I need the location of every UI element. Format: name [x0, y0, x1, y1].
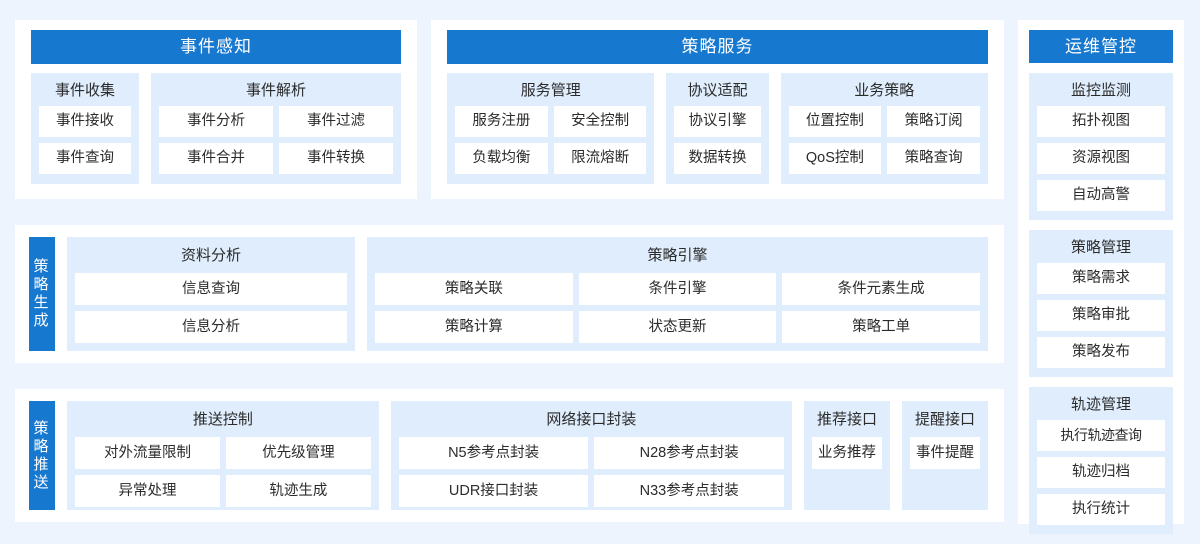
chips-push-control: 对外流量限制 优先级管理 异常处理 轨迹生成	[75, 437, 371, 507]
chip-policy-query[interactable]: 策略查询	[887, 143, 980, 174]
group-title-policy-engine: 策略引擎	[647, 247, 708, 264]
group-title-protocol-adapt: 协议适配	[687, 82, 748, 99]
chips-policy-engine: 策略关联 条件引擎 条件元素生成 策略计算 状态更新 策略工单	[375, 273, 980, 343]
chip-auto-alarm[interactable]: 自动高警	[1037, 180, 1165, 211]
chip-trace-generation[interactable]: 轨迹生成	[225, 475, 371, 507]
event-sense-groups: 事件收集 事件接收 事件查询 事件解析 事件分析 事件过滤 事件合并 事件转换	[31, 73, 401, 184]
chips-reminder-interface: 事件提醒	[910, 437, 980, 469]
group-protocol-adapt: 协议适配 协议引擎 数据转换	[666, 73, 769, 184]
chip-n5-refpoint-encap[interactable]: N5参考点封装	[398, 437, 589, 469]
row-top: 事件感知 事件收集 事件接收 事件查询 事件解析 事件分析 事件过滤	[15, 20, 1004, 199]
group-push-control: 推送控制 对外流量限制 优先级管理 异常处理 轨迹生成	[67, 401, 379, 510]
chip-event-query[interactable]: 事件查询	[39, 143, 131, 174]
chip-condition-element-gen[interactable]: 条件元素生成	[782, 273, 980, 305]
chip-event-analysis[interactable]: 事件分析	[159, 106, 273, 137]
chip-policy-association[interactable]: 策略关联	[375, 273, 573, 305]
group-title-reminder-interface: 提醒接口	[914, 411, 975, 428]
chip-policy-workorder[interactable]: 策略工单	[782, 311, 980, 343]
group-policy-management: 策略管理 策略需求 策略审批 策略发布	[1029, 230, 1173, 377]
chips-event-collect: 事件接收 事件查询	[39, 106, 131, 174]
group-title-monitoring: 监控监测	[1070, 82, 1131, 99]
group-title-policy-management: 策略管理	[1070, 239, 1131, 256]
group-monitoring: 监控监测 拓扑视图 资源视图 自动高警	[1029, 73, 1173, 220]
group-service-management: 服务管理 服务注册 安全控制 负载均衡 限流熔断	[447, 73, 655, 184]
row-policy-generation: 策略生成 资料分析 信息查询 信息分析 策略引擎 策略关联 条件引擎 条件元素生…	[15, 225, 1004, 363]
chip-resource-view[interactable]: 资源视图	[1037, 143, 1165, 174]
banner-policy-service: 策略服务	[447, 30, 988, 64]
chip-execution-statistics[interactable]: 执行统计	[1037, 494, 1165, 525]
card-ops-management: 运维管控 监控监测 拓扑视图 资源视图 自动高警 策略管理 策略需求 策略审批 …	[1018, 20, 1184, 534]
group-title-service-management: 服务管理	[520, 82, 581, 99]
group-event-collect: 事件收集 事件接收 事件查询	[31, 73, 139, 184]
chip-trace-archive[interactable]: 轨迹归档	[1037, 457, 1165, 488]
row-policy-push: 策略推送 推送控制 对外流量限制 优先级管理 异常处理 轨迹生成 网络接口封装 …	[15, 389, 1004, 522]
banner-ops-management: 运维管控	[1029, 30, 1173, 63]
chip-state-update[interactable]: 状态更新	[578, 311, 777, 343]
group-trace-management: 轨迹管理 执行轨迹查询 轨迹归档 执行统计	[1029, 387, 1173, 534]
chip-execution-trace-query[interactable]: 执行轨迹查询	[1037, 420, 1165, 451]
chip-event-receive[interactable]: 事件接收	[39, 106, 131, 137]
chip-event-reminder[interactable]: 事件提醒	[910, 437, 980, 469]
right-column: 运维管控 监控监测 拓扑视图 资源视图 自动高警 策略管理 策略需求 策略审批 …	[1018, 20, 1184, 534]
chips-recommend-interface: 业务推荐	[812, 437, 882, 469]
chip-udr-interface-encap[interactable]: UDR接口封装	[398, 475, 589, 507]
group-data-analysis: 资料分析 信息查询 信息分析	[67, 237, 355, 351]
chip-data-transform[interactable]: 数据转换	[674, 143, 761, 174]
chip-service-register[interactable]: 服务注册	[455, 106, 548, 137]
group-policy-engine: 策略引擎 策略关联 条件引擎 条件元素生成 策略计算 状态更新 策略工单	[367, 237, 988, 351]
chip-policy-release[interactable]: 策略发布	[1037, 337, 1165, 368]
chips-business-policy: 位置控制 策略订阅 QoS控制 策略查询	[788, 106, 980, 174]
group-title-data-analysis: 资料分析	[180, 247, 241, 264]
chip-rate-limit-fuse[interactable]: 限流熔断	[553, 143, 647, 174]
vtab-policy-generation: 策略生成	[29, 237, 55, 351]
banner-event-sense: 事件感知	[31, 30, 401, 64]
chip-condition-engine[interactable]: 条件引擎	[578, 273, 777, 305]
chip-event-filter[interactable]: 事件过滤	[279, 106, 393, 137]
left-column: 事件感知 事件收集 事件接收 事件查询 事件解析 事件分析 事件过滤	[15, 20, 1004, 524]
group-recommend-interface: 推荐接口 业务推荐	[804, 401, 890, 510]
chip-policy-requirement[interactable]: 策略需求	[1037, 263, 1165, 294]
card-policy-service: 策略服务 服务管理 服务注册 安全控制 负载均衡 限流熔断 协议适配	[431, 20, 1004, 199]
group-title-trace-management: 轨迹管理	[1070, 396, 1131, 413]
chip-exception-handling[interactable]: 异常处理	[75, 475, 220, 507]
chip-event-transform[interactable]: 事件转换	[279, 143, 393, 174]
chip-qos-control[interactable]: QoS控制	[788, 143, 882, 174]
card-event-sense: 事件感知 事件收集 事件接收 事件查询 事件解析 事件分析 事件过滤	[15, 20, 417, 199]
chips-protocol-adapt: 协议引擎 数据转换	[674, 106, 761, 174]
chips-network-interface-encapsulation: N5参考点封装 N28参考点封装 UDR接口封装 N33参考点封装	[398, 437, 784, 507]
group-event-parse: 事件解析 事件分析 事件过滤 事件合并 事件转换	[151, 73, 401, 184]
chip-priority-management[interactable]: 优先级管理	[225, 437, 371, 469]
chip-n28-refpoint-encap[interactable]: N28参考点封装	[594, 437, 784, 469]
group-title-business-policy: 业务策略	[854, 82, 915, 99]
group-title-event-collect: 事件收集	[54, 82, 115, 99]
chip-policy-calculation[interactable]: 策略计算	[375, 311, 573, 343]
chip-n33-refpoint-encap[interactable]: N33参考点封装	[594, 475, 784, 507]
chips-service-management: 服务注册 安全控制 负载均衡 限流熔断	[455, 106, 647, 174]
chip-topology-view[interactable]: 拓扑视图	[1037, 106, 1165, 137]
chips-event-parse: 事件分析 事件过滤 事件合并 事件转换	[159, 106, 393, 174]
group-reminder-interface: 提醒接口 事件提醒	[902, 401, 988, 510]
chip-location-control[interactable]: 位置控制	[788, 106, 882, 137]
chip-event-merge[interactable]: 事件合并	[159, 143, 273, 174]
group-network-interface-encapsulation: 网络接口封装 N5参考点封装 N28参考点封装 UDR接口封装 N33参考点封装	[390, 401, 792, 510]
chip-security-control[interactable]: 安全控制	[553, 106, 647, 137]
chip-external-traffic-limit[interactable]: 对外流量限制	[75, 437, 220, 469]
chip-info-analysis[interactable]: 信息分析	[75, 311, 347, 343]
chip-protocol-engine[interactable]: 协议引擎	[674, 106, 761, 137]
chip-info-query[interactable]: 信息查询	[75, 273, 347, 305]
chip-business-recommend[interactable]: 业务推荐	[812, 437, 882, 469]
chip-policy-approval[interactable]: 策略审批	[1037, 300, 1165, 331]
group-title-recommend-interface: 推荐接口	[816, 411, 877, 428]
policy-service-groups: 服务管理 服务注册 安全控制 负载均衡 限流熔断 协议适配 协议引擎 数据转换	[447, 73, 988, 184]
vtab-policy-push: 策略推送	[29, 401, 55, 510]
chip-load-balance[interactable]: 负载均衡	[455, 143, 548, 174]
chip-policy-subscribe[interactable]: 策略订阅	[887, 106, 980, 137]
group-title-push-control: 推送控制	[192, 411, 253, 428]
chips-data-analysis: 信息查询 信息分析	[75, 273, 347, 343]
group-title-network-interface-encapsulation: 网络接口封装	[546, 411, 637, 428]
group-title-event-parse: 事件解析	[245, 82, 306, 99]
group-business-policy: 业务策略 位置控制 策略订阅 QoS控制 策略查询	[780, 73, 988, 184]
